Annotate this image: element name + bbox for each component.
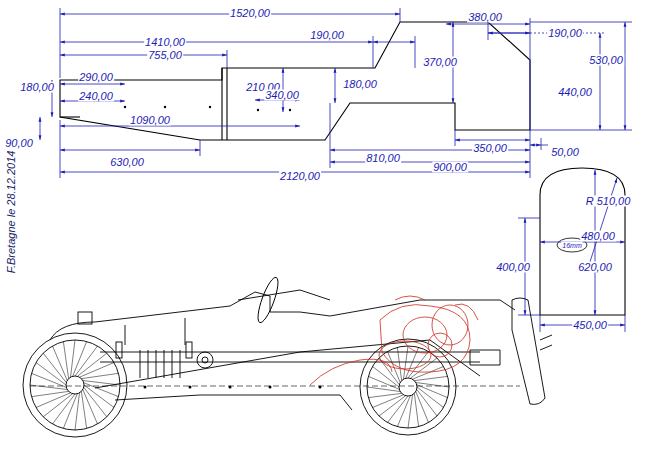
wheel-spoke [36, 393, 70, 408]
wheel-spoke [43, 394, 72, 417]
dimension-label: 2120,00 [279, 171, 321, 182]
wheel-spoke [417, 385, 448, 398]
dimension-label: R 510,00 [585, 196, 632, 207]
wheel-spoke [379, 396, 406, 416]
holes [124, 106, 291, 111]
wheel-spoke [63, 342, 68, 379]
dimension-label: 400,00 [495, 262, 531, 273]
dimension-label: 450,00 [572, 320, 608, 331]
dimension-label: 350,00 [472, 143, 508, 154]
dimension-label: 630,00 [109, 157, 145, 168]
dimension-label: 380,00 [467, 12, 503, 23]
dimension-label: 370,00 [422, 57, 458, 68]
dimension-label: 810,00 [365, 153, 401, 164]
dimension-label: 180,00 [342, 79, 378, 90]
dimension-label: 620,00 [577, 262, 613, 273]
wheel-spoke [32, 373, 67, 387]
engine-sketch [310, 296, 478, 385]
dimension-label: 190,00 [309, 30, 345, 41]
wheel-spoke [81, 391, 86, 428]
dimension-label: 755,00 [147, 50, 183, 61]
dimension-label: 440,00 [557, 87, 593, 98]
wheel-spoke [83, 390, 98, 424]
dimension-label: 340,00 [264, 90, 300, 101]
dimension-label: 240,00 [78, 91, 114, 102]
dimension-label: 900,00 [432, 162, 468, 173]
wheel-spoke [368, 393, 401, 397]
dimension-label: 1410,00 [144, 37, 186, 48]
front-section [540, 168, 625, 315]
wheel-spoke [75, 346, 98, 376]
wheel-spoke [53, 394, 76, 424]
wheel-spoke [81, 373, 118, 378]
sketch-size-label: 16mm [561, 242, 582, 249]
chassis-outline [60, 22, 530, 140]
dimension-label: 50,00 [550, 147, 580, 158]
wheel-spoke [84, 385, 114, 408]
wheel-spoke [36, 363, 66, 386]
dimension-label: 290,00 [78, 72, 114, 83]
wheel-spoke [32, 391, 69, 396]
wheel-spoke [73, 342, 87, 377]
author-signature: F.Bretagne le 28.12.2014 [6, 150, 17, 275]
wheel-spoke [414, 393, 418, 426]
dimension-label: 480,00 [580, 231, 616, 242]
dimension-label: 190,00 [547, 28, 583, 39]
wheel-spoke [43, 353, 66, 382]
front-dimensions [518, 170, 625, 332]
wheel-spoke [417, 389, 437, 416]
wheel-spoke [63, 394, 77, 429]
dimension-label: 530,00 [588, 55, 624, 66]
dimension-label: 180,00 [19, 82, 55, 93]
dimension-lines [40, 8, 632, 178]
dimension-label: 1520,00 [229, 8, 271, 19]
wheel-spoke [80, 363, 114, 378]
dimension-label: 90,00 [4, 138, 34, 149]
wheel-spoke [414, 376, 447, 380]
wheel-spoke [84, 387, 107, 416]
dimension-label: 1090,00 [129, 115, 171, 126]
wheel-spoke [77, 353, 106, 376]
wheel-spoke [53, 346, 68, 380]
car-sketch [23, 275, 552, 437]
